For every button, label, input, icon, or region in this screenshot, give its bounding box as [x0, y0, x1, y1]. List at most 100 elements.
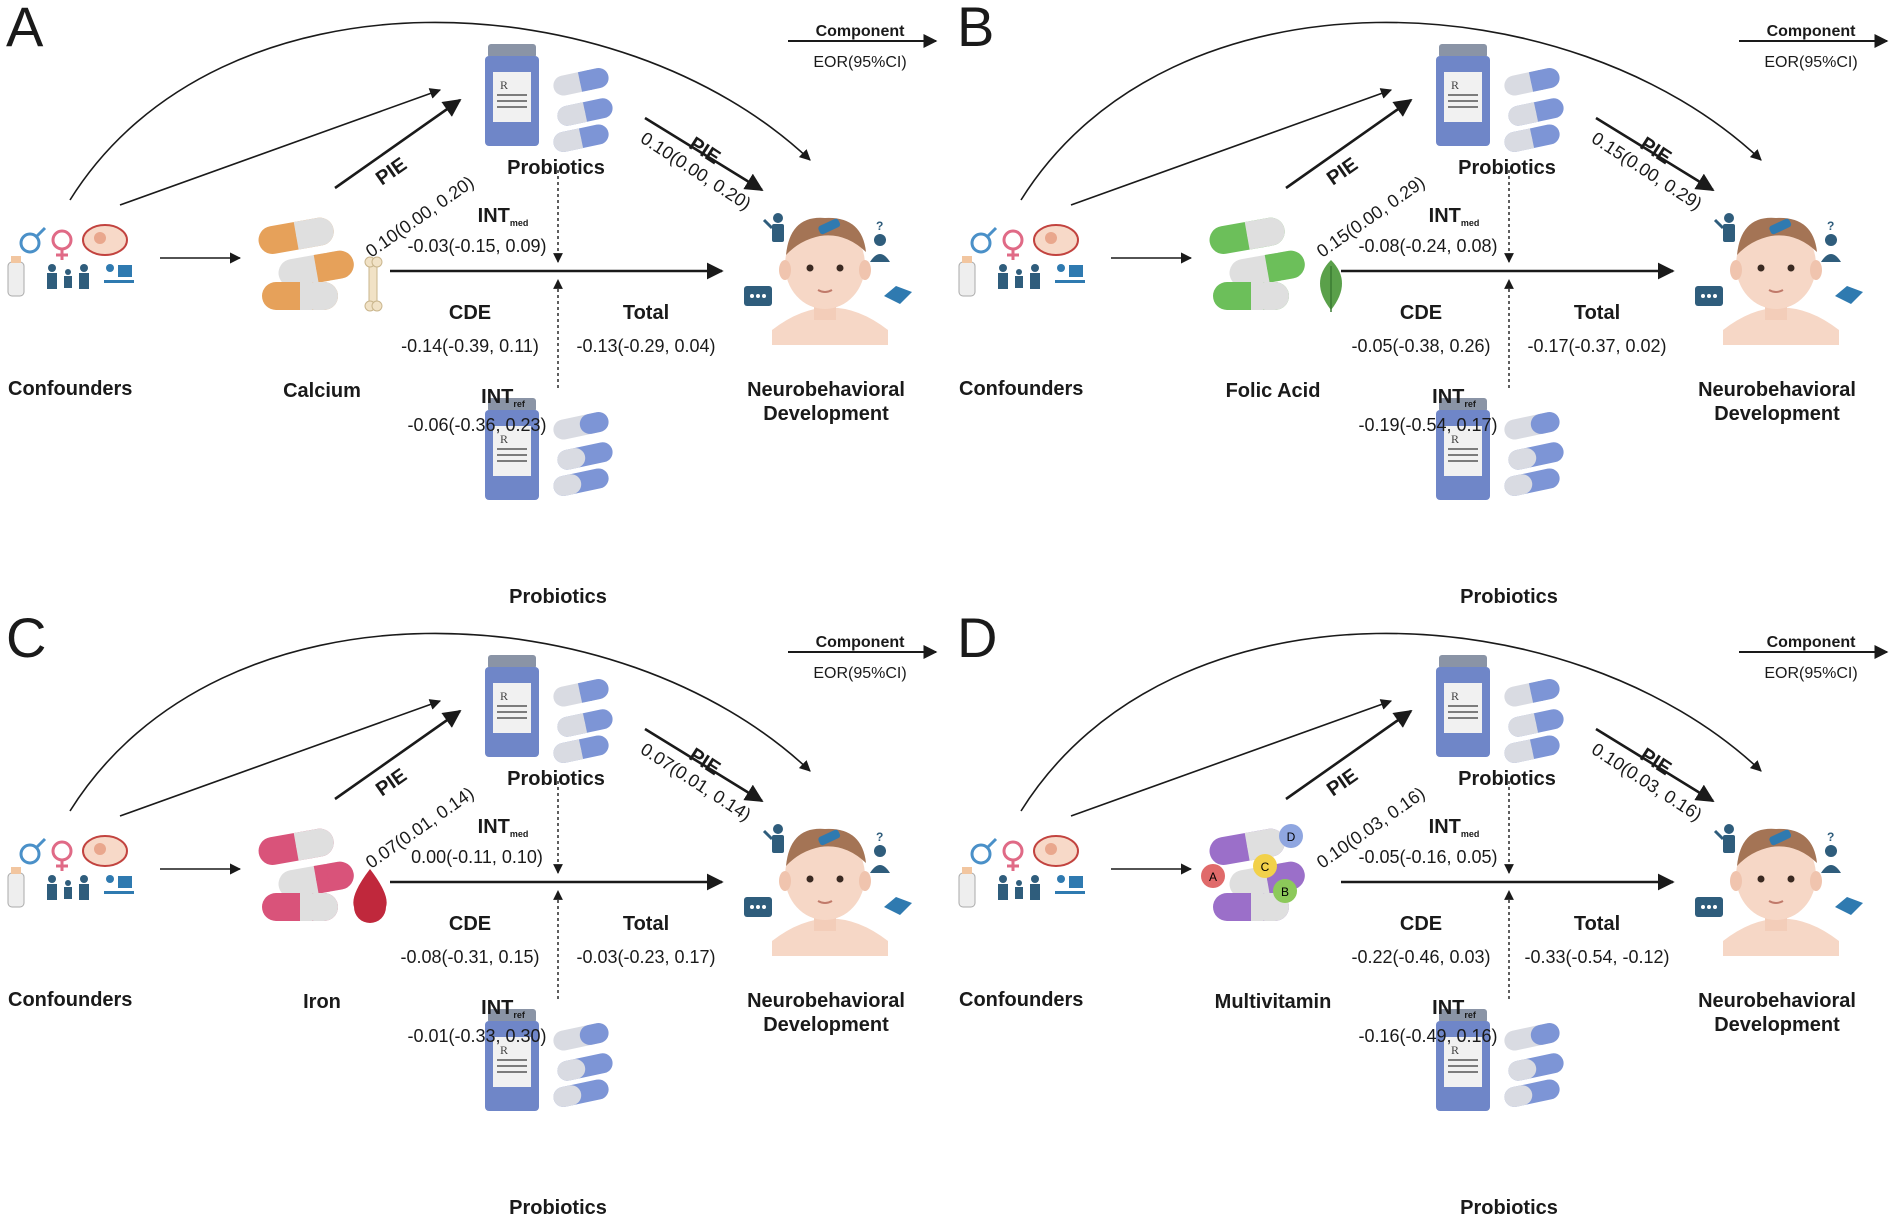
- confounders-label: Confounders: [959, 378, 1084, 400]
- legend-component: Component: [815, 23, 905, 40]
- total-label: Total: [1573, 913, 1621, 935]
- cde-value: -0.14(-0.39, 0.11): [401, 336, 539, 356]
- cde-label: CDE: [1399, 913, 1443, 935]
- outcome-label: Neurobehavioral Development: [747, 378, 905, 426]
- outcome-label: Neurobehavioral Development: [747, 989, 905, 1037]
- int-ref-label: INTref: [1432, 997, 1476, 1020]
- total-value: -0.17(-0.37, 0.02): [1527, 336, 1667, 356]
- probiotics-capsules-bottom-icon: [1504, 412, 1564, 496]
- confounder-probiotics-arrow: [1070, 699, 1393, 817]
- probiotics-bottle-icon: R: [485, 44, 539, 146]
- total-value: -0.33(-0.54, -0.12): [1524, 947, 1670, 967]
- probiotics-bottle-icon: R: [485, 655, 539, 757]
- legend-eor: EOR(95%CI): [1764, 665, 1858, 682]
- pie-left-arrow: [334, 709, 462, 801]
- panel-graphics: R R: [958, 632, 1889, 1111]
- probiotics-capsules-icon: [1504, 68, 1564, 152]
- probiotics-bottle-bottom-icon: R: [1436, 398, 1490, 500]
- probiotics-capsules-bottom-icon: [1504, 1023, 1564, 1107]
- confounders-icon: [7, 224, 134, 297]
- bone-icon: [364, 256, 383, 312]
- confounder-probiotics-arrow: [1070, 88, 1393, 206]
- legend-component: Component: [815, 634, 905, 651]
- confounders-icon: [958, 224, 1085, 297]
- probiotics-bottle-bottom-icon: R: [485, 398, 539, 500]
- svg-text:C: C: [1261, 860, 1270, 874]
- cde-value: -0.08(-0.31, 0.15): [400, 947, 540, 967]
- cde-label: CDE: [448, 302, 492, 324]
- probiotics-capsules-icon: [553, 679, 613, 763]
- panel-letter: D: [957, 606, 998, 669]
- probiotics-bottle-icon: R: [1436, 655, 1490, 757]
- cde-label: CDE: [448, 913, 492, 935]
- outcome-label-line1: Neurobehavioral: [747, 990, 905, 1012]
- confounder-outcome-arrow: [69, 632, 811, 812]
- legend-component: Component: [1766, 23, 1856, 40]
- diagram-panel-b: R R: [951, 0, 1902, 611]
- int-med-value: -0.08(-0.24, 0.08): [1358, 236, 1498, 256]
- svg-text:R: R: [500, 1043, 508, 1057]
- outcome-label-line2: Development: [763, 403, 889, 425]
- cde-value: -0.05(-0.38, 0.26): [1351, 336, 1491, 356]
- pie-right-arrow: [644, 727, 764, 803]
- svg-text:R: R: [500, 78, 508, 92]
- outcome-label-line2: Development: [763, 1014, 889, 1036]
- int-med-label: INTmed: [1428, 205, 1480, 228]
- developmental-domain-icons: ?: [744, 213, 912, 306]
- leaf-icon: [1320, 260, 1342, 312]
- developmental-domain-icons: ?: [744, 824, 912, 917]
- int-ref-value: -0.19(-0.54, 0.17): [1358, 415, 1498, 435]
- confounder-probiotics-arrow: [119, 699, 442, 817]
- svg-text:R: R: [1451, 432, 1459, 446]
- baby-icon: [772, 828, 888, 956]
- svg-text:R: R: [500, 689, 508, 703]
- diagram-panel-a: R R: [0, 0, 951, 611]
- int-med-label: INTmed: [1428, 816, 1480, 839]
- baby-icon: [1723, 217, 1839, 345]
- total-label: Total: [1573, 302, 1621, 324]
- probiotics-bottom-label: Probiotics: [509, 586, 607, 608]
- folic-acid-pill-icon: [1209, 217, 1305, 310]
- svg-text:?: ?: [1827, 219, 1834, 233]
- pie-right-arrow: [1595, 727, 1715, 803]
- pie-left-arrow: [334, 98, 462, 190]
- int-ref-value: -0.06(-0.36, 0.23): [407, 415, 547, 435]
- probiotics-bottle-icon: R: [1436, 44, 1490, 146]
- panel-graphics: R R: [958, 21, 1889, 500]
- svg-text:R: R: [1451, 78, 1459, 92]
- legend-eor: EOR(95%CI): [1764, 54, 1858, 71]
- panel-graphics: R R: [7, 632, 938, 1111]
- int-med-label: INTmed: [477, 205, 529, 228]
- blood-drop-icon: [353, 869, 387, 923]
- probiotics-capsules-bottom-icon: [553, 412, 613, 496]
- probiotics-bottle-bottom-icon: R: [1436, 1009, 1490, 1111]
- developmental-domain-icons: ?: [1695, 824, 1863, 917]
- svg-text:D: D: [1287, 830, 1296, 844]
- total-label: Total: [622, 913, 670, 935]
- probiotics-capsules-icon: [553, 68, 613, 152]
- outcome-label-line2: Development: [1714, 403, 1840, 425]
- svg-text:?: ?: [876, 219, 883, 233]
- baby-icon: [772, 217, 888, 345]
- legend-eor: EOR(95%CI): [813, 54, 907, 71]
- probiotics-label: Probiotics: [1458, 768, 1556, 790]
- panel-letter: A: [6, 0, 44, 58]
- svg-text:?: ?: [876, 830, 883, 844]
- outcome-label: Neurobehavioral Development: [1698, 378, 1856, 426]
- diagram-panel-c: R R: [0, 606, 951, 1222]
- legend-eor: EOR(95%CI): [813, 665, 907, 682]
- mediator-label: Iron: [303, 991, 341, 1013]
- probiotics-label: Probiotics: [507, 768, 605, 790]
- confounder-probiotics-arrow: [119, 88, 442, 206]
- mediator-label: Calcium: [283, 380, 361, 402]
- outcome-label-line2: Development: [1714, 1014, 1840, 1036]
- probiotics-label: Probiotics: [1458, 157, 1556, 179]
- pie-left-arrow: [1285, 98, 1413, 190]
- probiotics-bottom-label: Probiotics: [1460, 1197, 1558, 1219]
- confounder-outcome-arrow: [1020, 632, 1762, 812]
- probiotics-capsules-icon: [1504, 679, 1564, 763]
- pie-right-arrow: [1595, 116, 1715, 192]
- svg-text:?: ?: [1827, 830, 1834, 844]
- pie-right-arrow: [644, 116, 764, 192]
- int-med-value: 0.00(-0.11, 0.10): [411, 847, 543, 867]
